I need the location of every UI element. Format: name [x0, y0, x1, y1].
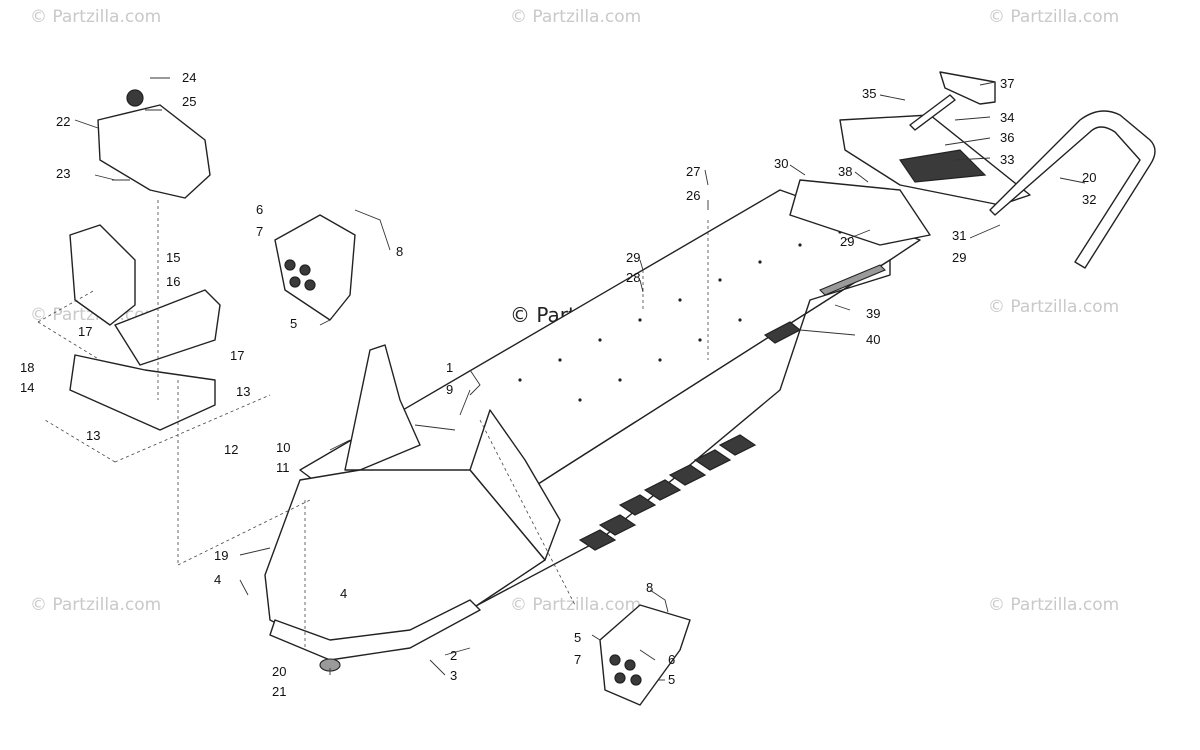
side-panel-left-upper	[274, 214, 356, 321]
callout-20b: 20	[1082, 170, 1096, 185]
callout-23: 23	[56, 166, 70, 181]
steering-base	[69, 354, 216, 431]
callout-40: 40	[866, 332, 880, 347]
callout-13b: 13	[86, 428, 100, 443]
callout-19: 19	[214, 548, 228, 563]
callout-27: 27	[686, 164, 700, 179]
assembly-lines	[37, 200, 709, 650]
callout-8b: 8	[646, 580, 653, 595]
rear-plate	[789, 179, 931, 246]
callout-20a: 20	[272, 664, 286, 679]
callout-4a: 4	[214, 572, 221, 587]
callout-18: 18	[20, 360, 34, 375]
callout-17b: 17	[230, 348, 244, 363]
callout-39: 39	[866, 306, 880, 321]
callout-12: 12	[224, 442, 238, 457]
callout-7a: 7	[256, 224, 263, 239]
footrest-cutouts	[578, 434, 757, 551]
callout-9: 9	[446, 382, 453, 397]
grab-handle-strap	[909, 94, 956, 131]
watermark-bottom-left: © Partzilla.com	[30, 595, 161, 615]
watermark-bottom-center: © Partzilla.com	[510, 595, 641, 615]
callout-10: 10	[276, 440, 290, 455]
watermark-top-right: © Partzilla.com	[988, 7, 1119, 27]
steering-bracket-right	[114, 289, 221, 366]
tunnel-rivets	[518, 230, 842, 402]
callout-6a: 6	[256, 202, 263, 217]
callout-22: 22	[56, 114, 70, 129]
callout-31: 31	[952, 228, 966, 243]
callout-1: 1	[446, 360, 453, 375]
callout-28: 28	[626, 270, 640, 285]
callout-25: 25	[182, 94, 196, 109]
tail-taillight	[898, 149, 987, 183]
watermark-top-left: © Partzilla.com	[30, 7, 161, 27]
callout-16: 16	[166, 274, 180, 289]
console-cover	[97, 104, 211, 199]
chassis-frame	[264, 189, 921, 661]
callout-32: 32	[1082, 192, 1096, 207]
callout-36: 36	[1000, 130, 1014, 145]
leader-lines	[74, 77, 1086, 681]
callout-30: 30	[774, 156, 788, 171]
callout-15: 15	[166, 250, 180, 265]
callout-26: 26	[686, 188, 700, 203]
callout-33: 33	[1000, 152, 1014, 167]
callout-7b: 7	[574, 652, 581, 667]
callout-4b: 4	[340, 586, 347, 601]
callout-24: 24	[182, 70, 196, 85]
callout-29c: 29	[952, 250, 966, 265]
callout-34: 34	[1000, 110, 1014, 125]
callout-37: 37	[1000, 76, 1014, 91]
callout-11: 11	[276, 460, 290, 475]
callout-8a: 8	[396, 244, 403, 259]
callout-6b: 6	[668, 652, 675, 667]
steering-bracket-left	[69, 224, 136, 326]
callout-5b: 5	[574, 630, 581, 645]
callout-29a: 29	[626, 250, 640, 265]
callout-2: 2	[450, 648, 457, 663]
callout-13a: 13	[236, 384, 250, 399]
console-knob	[126, 89, 144, 107]
callout-5c: 5	[668, 672, 675, 687]
watermark-top-center: © Partzilla.com	[510, 7, 641, 27]
callout-38: 38	[838, 164, 852, 179]
callout-17a: 17	[78, 324, 92, 339]
watermark-mid-right: © Partzilla.com	[988, 297, 1119, 317]
callout-3: 3	[450, 668, 457, 683]
callout-14: 14	[20, 380, 34, 395]
grab-handle	[939, 71, 996, 105]
callout-29b: 29	[840, 234, 854, 249]
callout-35: 35	[862, 86, 876, 101]
rear-bumper-tube	[989, 110, 1156, 269]
side-panel-right-lower	[599, 604, 691, 706]
callout-21: 21	[272, 684, 286, 699]
rear-strip	[819, 264, 886, 296]
watermark-bottom-right: © Partzilla.com	[988, 595, 1119, 615]
callout-5a: 5	[290, 316, 297, 331]
